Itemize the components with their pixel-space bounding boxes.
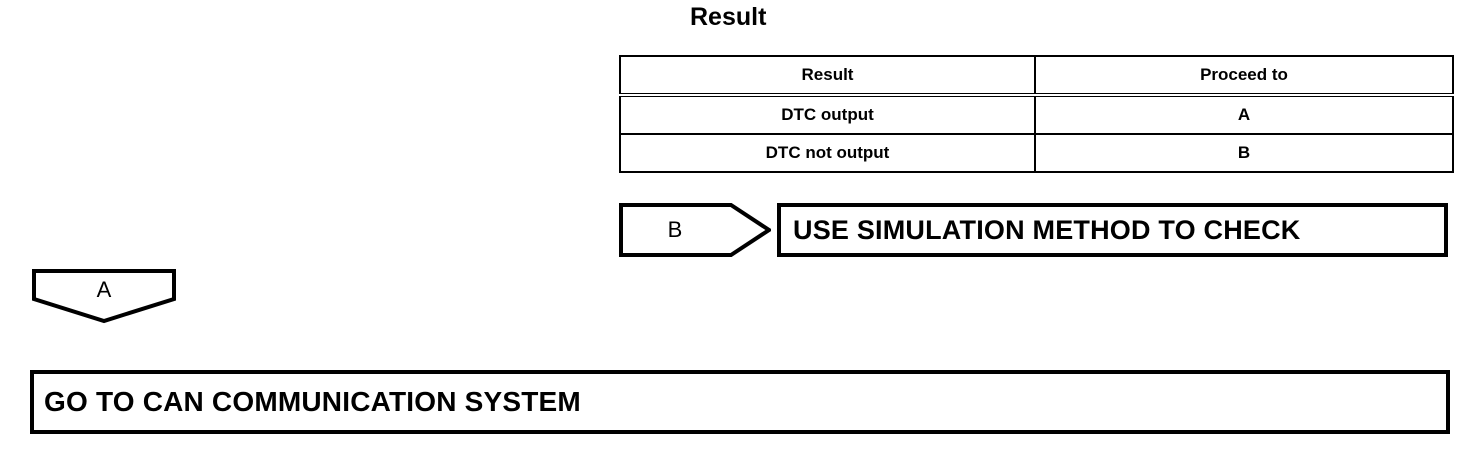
process-box-go-to-can: GO TO CAN COMMUNICATION SYSTEM	[30, 370, 1450, 434]
table-row: DTC output A	[619, 93, 1454, 135]
process-box-use-simulation-label: USE SIMULATION METHOD TO CHECK	[793, 214, 1301, 245]
table-row: DTC not output B	[619, 133, 1454, 173]
table-cell-result: DTC output	[619, 93, 1036, 135]
connector-flag-a: A	[32, 269, 176, 324]
table-cell-result: DTC not output	[619, 133, 1036, 173]
table-header-proceed-to: Proceed to	[1034, 55, 1454, 96]
arrow-down-pentagon-icon	[32, 269, 176, 324]
table-header-row: Result Proceed to	[619, 55, 1454, 96]
process-box-go-to-can-label: GO TO CAN COMMUNICATION SYSTEM	[44, 386, 581, 417]
result-table: Result Proceed to DTC output A DTC not o…	[619, 55, 1454, 173]
process-box-use-simulation: USE SIMULATION METHOD TO CHECK	[777, 203, 1448, 257]
table-cell-proceed-to: A	[1034, 93, 1454, 135]
page-title: Result	[690, 3, 767, 31]
table-cell-proceed-to: B	[1034, 133, 1454, 173]
table-header-result: Result	[619, 55, 1036, 96]
arrow-right-pentagon-icon	[619, 203, 771, 257]
connector-flag-b: B	[619, 203, 771, 257]
